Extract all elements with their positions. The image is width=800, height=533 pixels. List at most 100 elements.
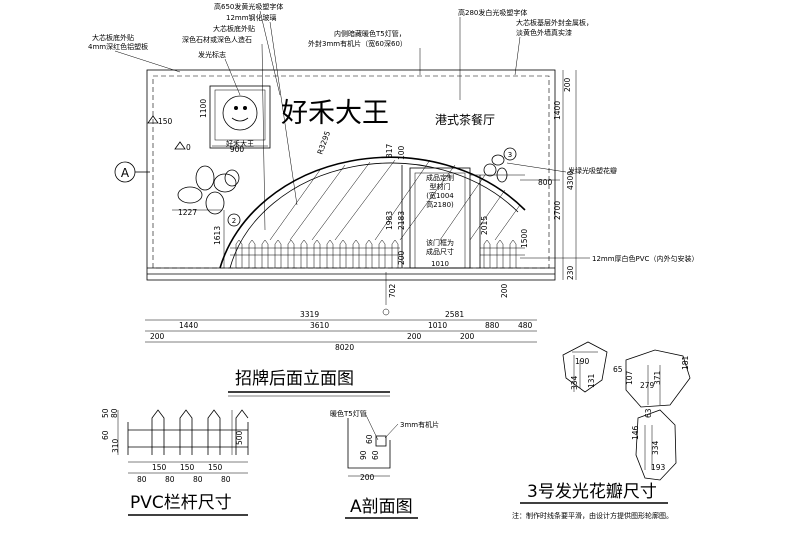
railing-post (300, 239, 308, 268)
railing-post (287, 239, 295, 268)
pvc-dim-60: 60 (101, 430, 110, 440)
flower-left-icon (177, 165, 240, 215)
dim-880: 880 (485, 321, 500, 330)
section-note-2: 3mm有机片 (400, 420, 439, 429)
right-note-1-leader (506, 162, 567, 173)
dim-b200b: 200 (407, 332, 422, 341)
petal-dim-190: 190 (575, 357, 590, 366)
arch-hatching (269, 159, 521, 241)
dim-r1400: 1400 (553, 101, 562, 120)
note-1: 大芯板底外贴 (92, 33, 134, 42)
door-note-6: 成品尺寸 (426, 247, 454, 256)
dim-r4300: 4300 (566, 171, 575, 190)
section-dim-200: 200 (360, 473, 375, 482)
pvc-dim-50: 50 (101, 408, 110, 418)
dim-1983: 1983 (385, 211, 394, 230)
dim-1100: 1100 (199, 99, 208, 118)
pvc-dim-150c: 150 (208, 463, 223, 472)
level-mark-150 (147, 115, 159, 124)
door-note-3: (宽1004 (426, 191, 454, 200)
petal-dim-65: 65 (613, 365, 623, 374)
railing-post (313, 239, 321, 268)
pvc-dim-500: 500 (235, 430, 244, 445)
note-12: 淡黄色外墙真实漆 (516, 28, 572, 37)
arch-outline (219, 156, 526, 269)
dim-8020: 8020 (335, 343, 354, 352)
brand-subtitle: 港式茶餐厅 (435, 112, 495, 127)
dim-1440: 1440 (179, 321, 198, 330)
dim-702: 702 (388, 283, 397, 298)
dim-arc: R3295 (315, 130, 332, 156)
pvc-dim-150b: 150 (180, 463, 195, 472)
petal-dim-107: 107 (625, 370, 634, 385)
dim-2183: 2183 (397, 211, 406, 230)
inner-dimensions: 900 1100 1227 1613 R3295 317 100 1983 21… (172, 99, 560, 268)
pvc-dim-80c: 80 (193, 475, 203, 484)
logo-mascot-icon (222, 95, 258, 131)
railing-post (365, 239, 373, 268)
petal-title: 3号发光花瓣尺寸 (527, 482, 657, 502)
note-2: 4mm深红色铝塑板 (88, 42, 148, 51)
callout-3-label: 3 (508, 151, 512, 159)
note-11: 大芯板基层外封金属板， (516, 18, 593, 27)
petal-dim-131: 131 (587, 373, 596, 388)
logo-smile-icon (231, 117, 249, 122)
level-mark-0 (174, 141, 186, 150)
section-dim-60a: 60 (365, 434, 374, 444)
pvc-title: PVC栏杆尺寸 (130, 493, 232, 513)
note-9: 外封3mm有机片（宽60深60） (308, 39, 407, 48)
railing-post (496, 239, 504, 268)
petal-dim-334b: 334 (651, 440, 660, 455)
railing-post (326, 239, 334, 268)
pvc-dim-150a: 150 (152, 463, 167, 472)
signboard-outline (146, 69, 556, 281)
pvc-dim-80: 80 (110, 408, 119, 418)
pvc-detail (117, 409, 249, 474)
dim-r200: 200 (563, 77, 572, 92)
petal-dim-146: 146 (631, 425, 640, 440)
door-note-5: 该门框为 (426, 238, 454, 247)
main-title: 招牌后面立面图 (235, 369, 354, 389)
logo-box (209, 85, 271, 149)
door-note-2: 型材门 (430, 182, 451, 191)
dim-317: 317 (385, 143, 394, 158)
note-8: 内侧暗藏暖色T5灯管， (334, 29, 406, 38)
dim-b200a: 200 (150, 332, 165, 341)
callout-2-label: 2 (232, 217, 236, 225)
railing-posts (235, 239, 517, 268)
petal-dim-63: 63 (644, 408, 653, 418)
dim-200a: 200 (397, 250, 406, 265)
pvc-dim-310: 310 (111, 438, 120, 453)
note-10: 高280发白光吸塑字体 (458, 8, 527, 17)
dim-480: 480 (518, 321, 533, 330)
railing-post (248, 239, 256, 268)
door-notes: 成品定制 型材门 (宽1004 高2180) 该门框为 成品尺寸 1010 (426, 173, 454, 268)
footnote: 注：制作时线条要平滑，由设计方提供图形轮廓图。 (512, 511, 673, 520)
petal-detail (562, 341, 691, 481)
pvc-dim-80d: 80 (221, 475, 231, 484)
level-150: 150 (158, 117, 173, 126)
note-5: 大芯板底外贴 (213, 24, 255, 33)
right-note-1: 发绿光吸塑花瓣 (568, 166, 617, 175)
dim-1227: 1227 (178, 208, 197, 217)
dim-3319: 3319 (300, 310, 319, 319)
level-0: 0 (186, 143, 191, 152)
petal-dim-193: 193 (651, 463, 666, 472)
pvc-dim-80a: 80 (137, 475, 147, 484)
logo-eye-icon (234, 106, 238, 110)
dim-3610: 3610 (310, 321, 329, 330)
center-point-icon (382, 308, 390, 316)
note-3: 高650发黄光吸塑字体 (214, 2, 283, 11)
dim-1613: 1613 (213, 226, 222, 245)
door-note-1: 成品定制 (426, 173, 454, 182)
dim-800: 800 (538, 178, 553, 187)
railing-post (391, 239, 399, 268)
right-note-2: 12mm厚白色PVC（内外匀安装） (592, 254, 698, 263)
dim-1500: 1500 (520, 229, 529, 248)
top-notes: 大芯板底外贴 4mm深红色铝塑板 高650发黄光吸塑字体 12mm钢化玻璃 大芯… (88, 2, 593, 59)
section-note-1: 暖色T5灯管 (330, 409, 367, 418)
dim-200b: 200 (500, 283, 509, 298)
petal-1-icon (562, 341, 608, 393)
petal-dim-181: 181 (681, 355, 690, 370)
